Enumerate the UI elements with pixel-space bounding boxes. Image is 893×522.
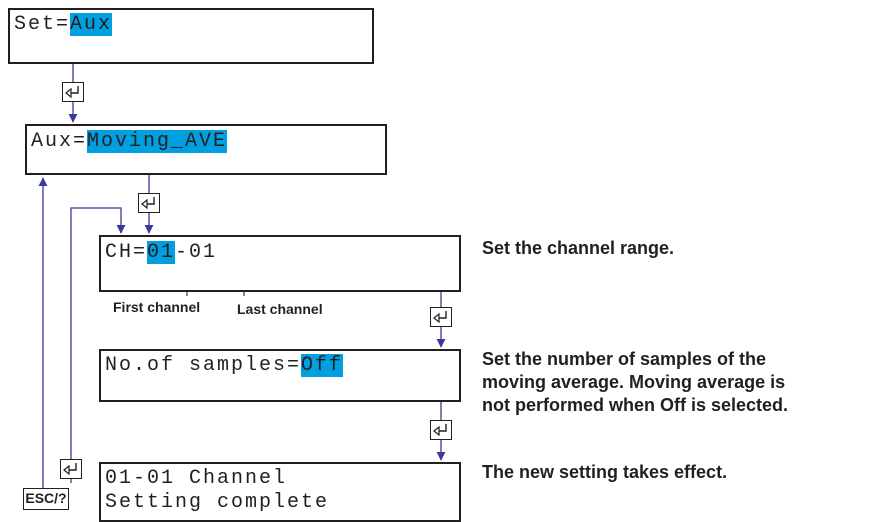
screen-samples: No.of samples=Off: [99, 349, 461, 402]
enter-key-icon: [62, 82, 84, 102]
desc-samples-line2: moving average. Moving average is: [482, 372, 786, 392]
desc-samples-line1: Set the number of samples of the: [482, 349, 767, 369]
screen-ch-prefix: CH=: [105, 241, 148, 264]
desc-takes-effect: The new setting takes effect.: [482, 462, 728, 482]
enter-key-icon: [138, 193, 160, 213]
enter-key-icon: [430, 420, 452, 440]
screen-ch-sep: -: [175, 241, 190, 264]
screen-complete-line2: Setting complete: [105, 491, 330, 514]
screen-aux: Aux=Moving_AVE: [25, 124, 387, 175]
screen-ch-first: 01: [147, 241, 176, 264]
screen-set-prefix: Set=: [14, 13, 71, 36]
desc-channel-range: Set the channel range.: [482, 238, 675, 258]
enter-key-icon: [430, 307, 452, 327]
screen-channel-range: CH=01-01: [99, 235, 461, 292]
esc-key: ESC/?: [23, 488, 69, 510]
screen-aux-prefix: Aux=: [31, 130, 88, 153]
screen-aux-value: Moving_AVE: [87, 130, 228, 153]
enter-key-icon: [60, 459, 82, 479]
screen-set-value: Aux: [70, 13, 113, 36]
first-channel-label: First channel: [113, 299, 201, 315]
desc-samples: Set the number of samples of the moving …: [482, 348, 788, 417]
last-channel-label: Last channel: [237, 301, 323, 317]
screen-samples-prefix: No.of samples=: [105, 354, 302, 377]
screen-ch-last: 01: [189, 241, 218, 264]
screen-complete-line1: 01-01 Channel: [105, 467, 288, 490]
screen-set: Set=Aux: [8, 8, 374, 64]
arrow-loop-to-ch: [70, 207, 126, 483]
desc-samples-line3: not performed when Off is selected.: [482, 395, 789, 415]
screen-samples-value: Off: [301, 354, 344, 377]
